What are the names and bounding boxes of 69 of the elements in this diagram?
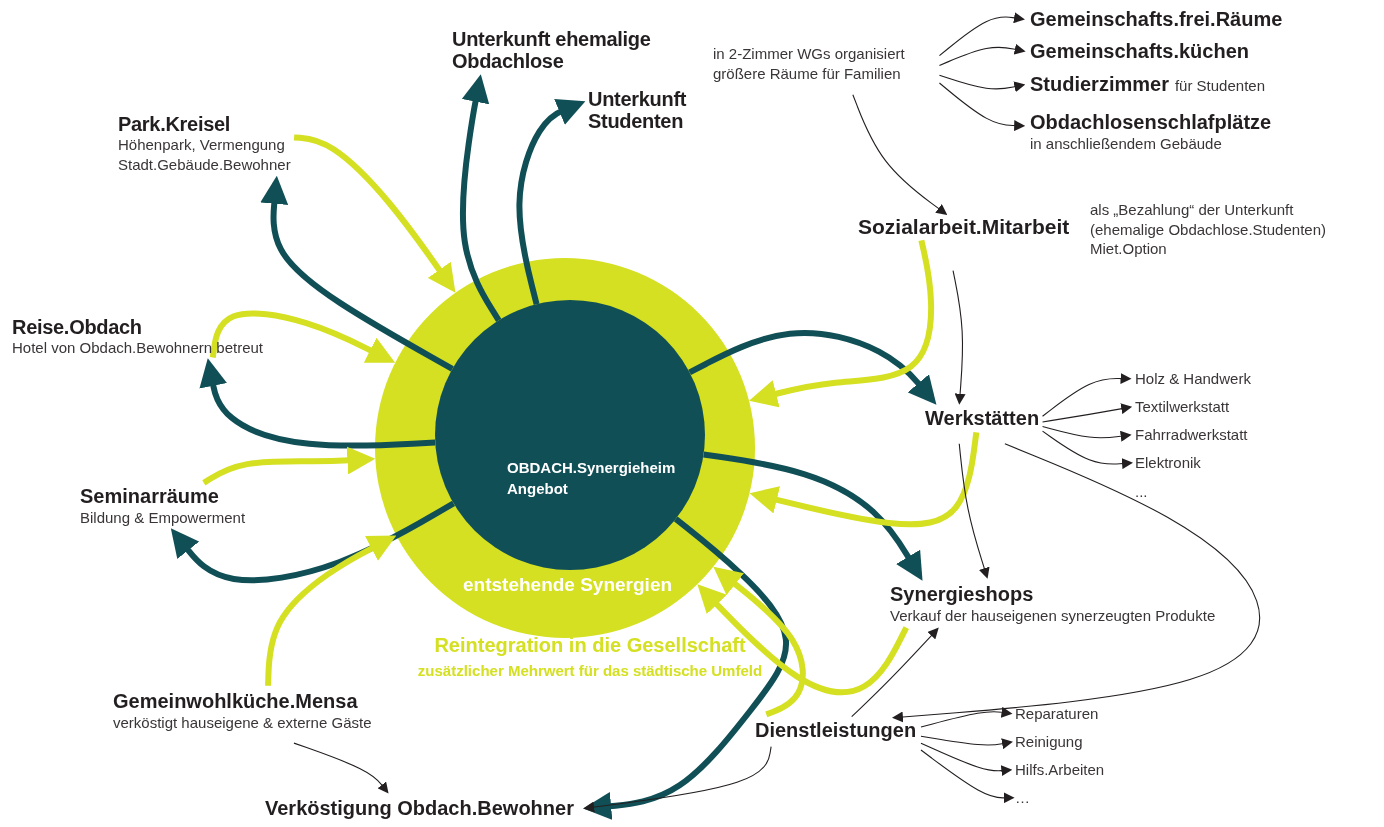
- heading-text: Seminarräume: [80, 485, 220, 508]
- curved-arrow: [260, 175, 454, 372]
- description-text: als „Bezahlung“ der Unterkunft (ehemalige Obdachlose.Studenten) Miet.Option: [1090, 200, 1327, 259]
- curved-arrow: [459, 74, 502, 322]
- arrow: [583, 746, 772, 813]
- description-text: für Studenten: [1174, 76, 1265, 96]
- heading-text: Obdachlosenschlafplätze: [1030, 111, 1272, 134]
- heading-text: Unterkunft ehemalige Obdachlose: [452, 28, 652, 72]
- curved-arrow: [703, 451, 923, 581]
- description-text: Hotel von Obdach.Bewohnern betreut: [12, 338, 263, 358]
- heading-text: Gemeinwohlküche.Mensa: [113, 690, 359, 713]
- heading-text: Reinigung: [1015, 732, 1083, 752]
- text-label: Reintegration in die Gesellschaft: [434, 634, 746, 657]
- curved-arrow: [199, 358, 436, 449]
- heading-text: Dienstleistungen: [755, 719, 917, 742]
- arrow: [958, 443, 990, 579]
- description-text: in anschließendem Gebäude: [1030, 134, 1223, 154]
- heading-text: Studierzimmer: [1030, 73, 1169, 96]
- heading-text: Sozialarbeit.Mitarbeit: [858, 215, 1070, 240]
- curved-arrow: [713, 566, 806, 718]
- heading-text: Unterkunft Studenten: [588, 88, 688, 132]
- curved-arrow: [697, 584, 909, 696]
- arrow: [920, 742, 1013, 777]
- arrow: [952, 269, 966, 405]
- heading-text: Verköstigung Obdach.Bewohner: [265, 797, 574, 820]
- circle-label: OBDACH.Synergieheim Angebot: [507, 458, 676, 499]
- arrow: [1042, 426, 1132, 442]
- heading-text: Fahrradwerkstatt: [1135, 425, 1248, 445]
- heading-text: Reise.Obdach: [12, 316, 143, 338]
- arrow: [938, 43, 1026, 66]
- heading-text: Park.Kreisel: [118, 113, 232, 135]
- curved-arrow: [749, 431, 980, 528]
- heading-text: Hilfs.Arbeiten: [1015, 760, 1105, 780]
- description-text: verköstigt hauseigene & externe Gäste: [113, 713, 372, 733]
- curved-arrow: [265, 535, 397, 686]
- text-label: ...: [1135, 482, 1148, 502]
- arrow: [891, 443, 1261, 723]
- arrow: [1042, 403, 1133, 423]
- arrow: [938, 82, 1026, 132]
- arrow: [938, 74, 1026, 93]
- arrow: [920, 706, 1013, 728]
- curved-arrow: [516, 99, 586, 305]
- description-text: Bildung & Empowerment: [80, 508, 246, 528]
- arrow: [293, 742, 389, 794]
- heading-text: in 2-Zimmer WGs organisiert größere Räume für Familien: [713, 44, 906, 83]
- arrow: [920, 735, 1013, 750]
- arrow: [852, 94, 948, 215]
- text-label: zusätzlicher Mehrwert für das städtische Umfeld: [417, 662, 763, 679]
- heading-text: …: [1015, 788, 1030, 808]
- arrow: [1042, 373, 1132, 417]
- heading-text: Werkstätten: [925, 407, 1040, 430]
- heading-text: Gemeinschafts.frei.Räume: [1030, 8, 1283, 31]
- heading-text: Elektronik: [1135, 453, 1201, 473]
- curved-arrow: [209, 310, 396, 363]
- heading-text: Gemeinschafts.küchen: [1030, 40, 1249, 63]
- heading-text: Holz & Handwerk: [1135, 369, 1251, 389]
- arrow: [1042, 430, 1133, 470]
- curved-arrow: [293, 134, 456, 293]
- curved-arrow: [202, 446, 376, 486]
- circle-label: entstehende Synergien: [463, 574, 673, 596]
- heading-text: Reparaturen: [1015, 704, 1099, 724]
- curved-arrow: [749, 239, 935, 408]
- curved-arrow: [170, 500, 456, 584]
- heading-text: Textilwerkstatt: [1135, 397, 1230, 417]
- description-text: Höhenpark, Vermengung Stadt.Gebäude.Bewohner: [118, 135, 291, 174]
- arrow: [938, 12, 1025, 57]
- curved-arrow: [688, 330, 937, 405]
- arrow: [851, 627, 939, 718]
- arrow: [920, 749, 1015, 804]
